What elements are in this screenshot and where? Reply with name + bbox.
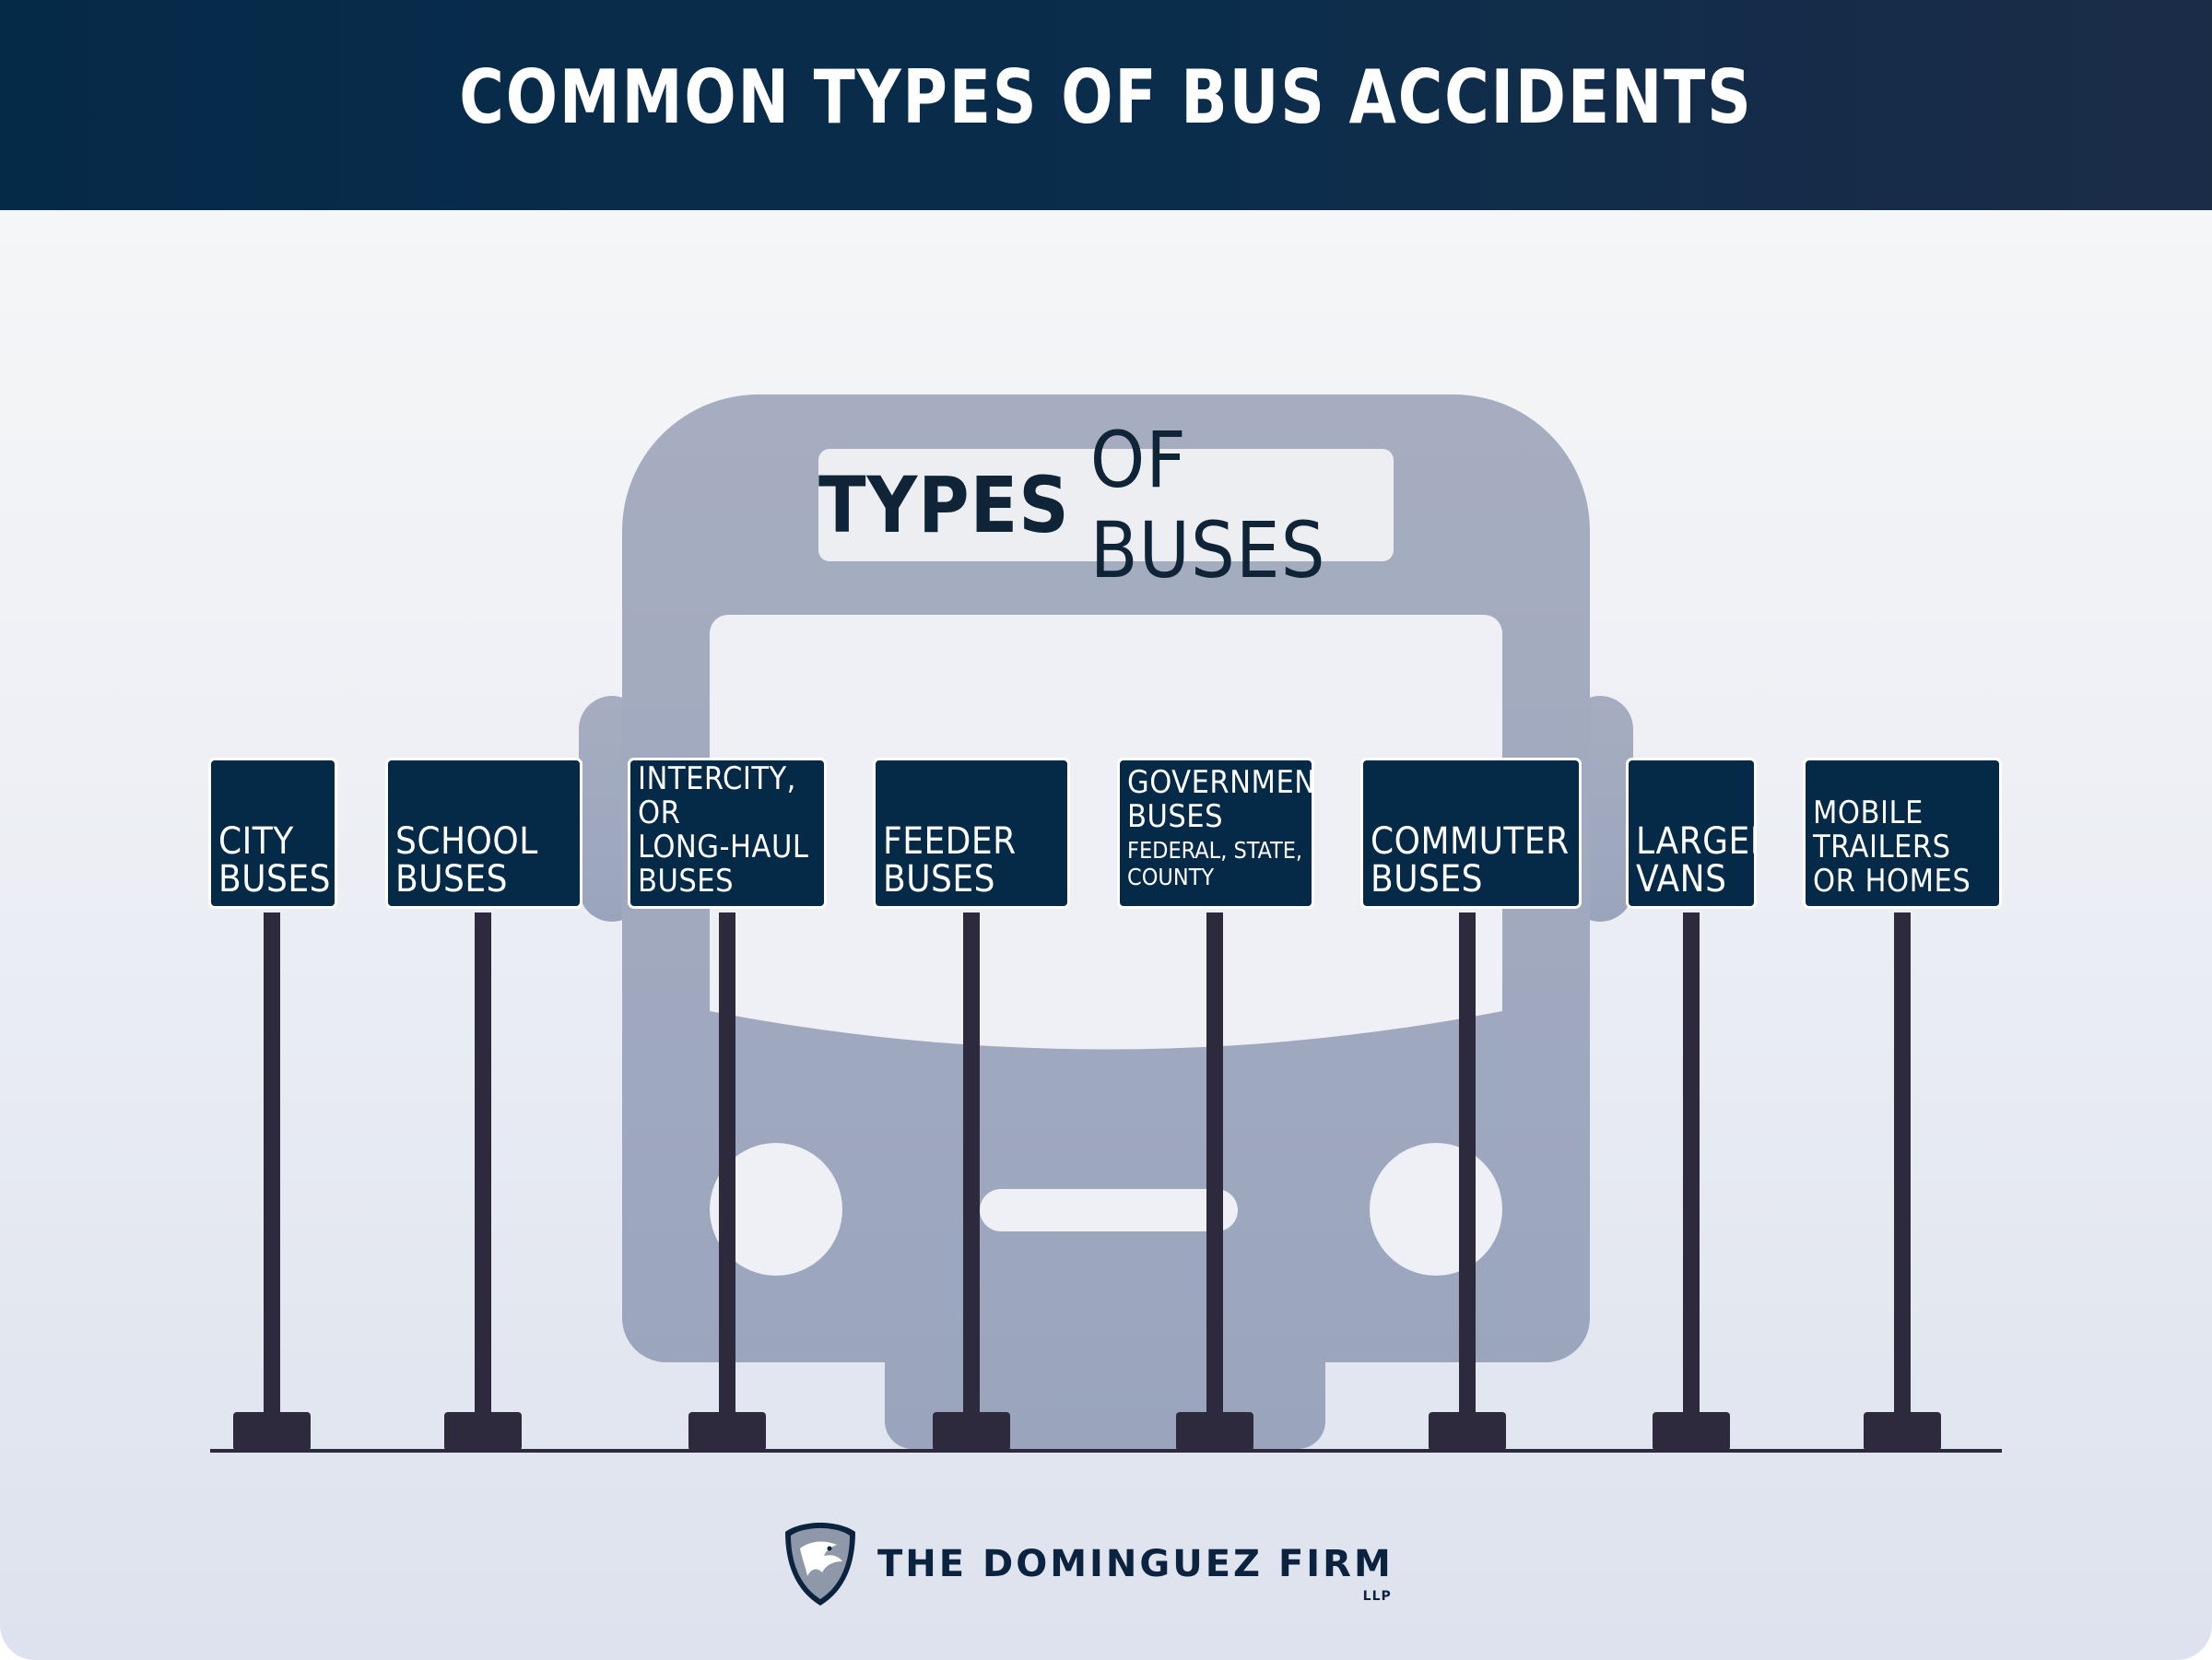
firm-suffix: LLP bbox=[1362, 1589, 1392, 1604]
right-headlight bbox=[1370, 1143, 1502, 1276]
ground-line bbox=[210, 1449, 2002, 1453]
left-headlight bbox=[710, 1143, 842, 1276]
sign-title: CITY BUSES bbox=[218, 820, 331, 901]
sign-title: MOBILE TRAILERS OR HOMES bbox=[1813, 795, 1971, 900]
sign-post-base bbox=[233, 1412, 311, 1451]
sign-school-buses: SCHOOL BUSES bbox=[385, 758, 582, 909]
sign-post-base bbox=[688, 1412, 766, 1451]
sign-title: GOVERNMENT BUSES bbox=[1127, 764, 1314, 835]
sign-post-base bbox=[1176, 1412, 1253, 1451]
eagle-shield-icon bbox=[785, 1523, 855, 1606]
sign-post bbox=[1683, 912, 1700, 1415]
sign-feeder-buses: FEEDER BUSES bbox=[873, 758, 1070, 909]
sign-government-buses: GOVERNMENT BUSES FEDERAL, STATE, COUNTY bbox=[1117, 758, 1314, 909]
sign-title: COMMUTER BUSES bbox=[1371, 820, 1570, 901]
sign-post-base bbox=[1864, 1412, 1941, 1451]
sign-post-base bbox=[933, 1412, 1010, 1451]
sign-post bbox=[475, 912, 491, 1415]
firm-logo: THE DOMINGUEZ FIRM LLP bbox=[783, 1521, 1394, 1607]
sign-post bbox=[1894, 912, 1911, 1415]
bus-grille bbox=[980, 1189, 1238, 1231]
bus-silhouette-icon bbox=[579, 394, 1633, 1449]
sign-post-base bbox=[1653, 1412, 1730, 1451]
sign-post bbox=[1206, 912, 1223, 1415]
page-title: COMMON TYPES OF BUS ACCIDENTS bbox=[459, 53, 1753, 140]
firm-name-text: THE DOMINGUEZ FIRM bbox=[877, 1543, 1394, 1585]
sign-post bbox=[719, 912, 735, 1415]
header-bar: COMMON TYPES OF BUS ACCIDENTS bbox=[0, 0, 2212, 210]
sign-title: LARGER VANS bbox=[1636, 820, 1754, 901]
sign-mobile-trailers: MOBILE TRAILERS OR HOMES bbox=[1803, 758, 2002, 909]
sign-post-base bbox=[1429, 1412, 1506, 1451]
bus-windshield bbox=[710, 615, 1502, 1050]
sign-commuter-buses: COMMUTER BUSES bbox=[1360, 758, 1582, 909]
sign-subtitle: FEDERAL, STATE, COUNTY bbox=[1127, 837, 1303, 890]
firm-name: THE DOMINGUEZ FIRM LLP bbox=[877, 1543, 1394, 1604]
label-rest-words: OF BUSES bbox=[1089, 415, 1326, 595]
sign-title: COACH, INTERCITY, OR LONG-HAUL BUSES bbox=[638, 760, 809, 900]
label-bold-word: TYPES bbox=[818, 460, 1070, 550]
sign-post bbox=[963, 912, 980, 1415]
sign-post bbox=[264, 912, 280, 1415]
sign-city-buses: CITY BUSES bbox=[208, 758, 337, 909]
sign-title: SCHOOL BUSES bbox=[395, 820, 538, 901]
sign-larger-vans: LARGER VANS bbox=[1626, 758, 1757, 909]
sign-post bbox=[1459, 912, 1476, 1415]
sign-post-base bbox=[444, 1412, 522, 1451]
sign-coach-buses: COACH, INTERCITY, OR LONG-HAUL BUSES bbox=[628, 758, 827, 909]
sign-title: FEEDER BUSES bbox=[883, 820, 1017, 901]
